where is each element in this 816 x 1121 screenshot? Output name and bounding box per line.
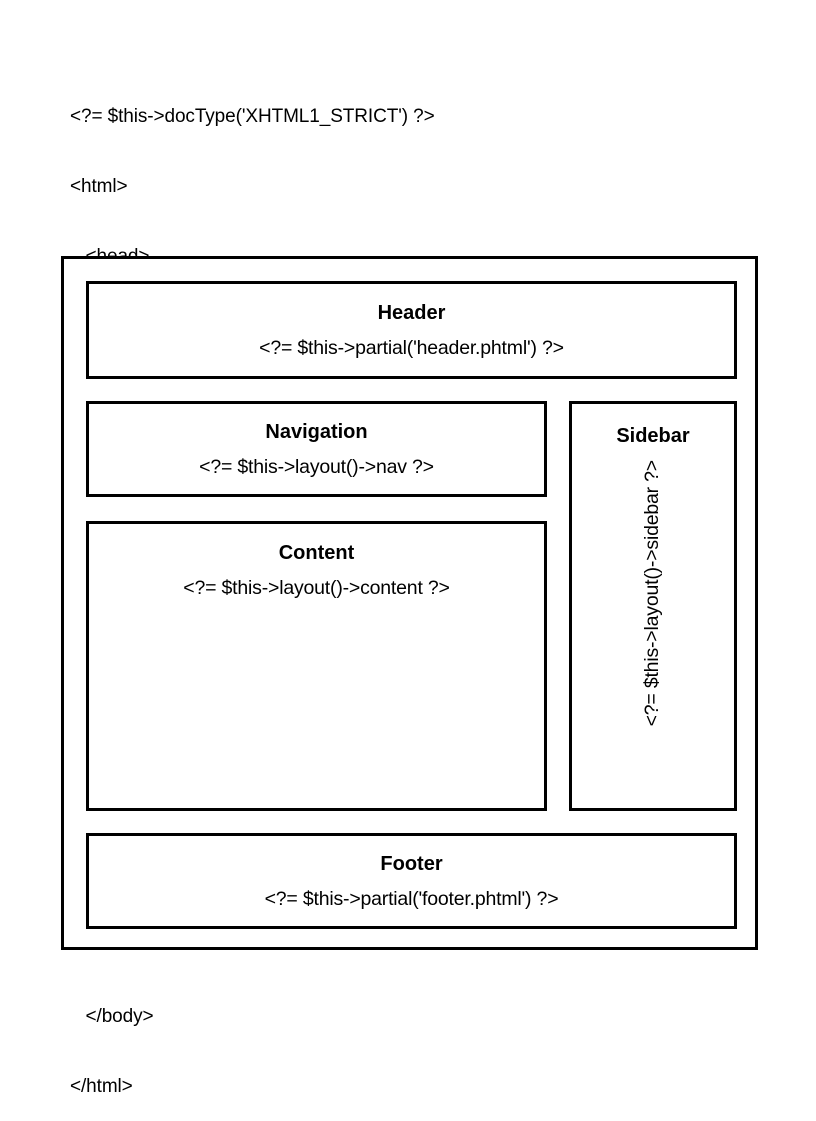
region-content-code: <?= $this->layout()->content ?> [183, 577, 450, 599]
region-content-title: Content [278, 542, 355, 564]
code-block-bottom: </body> </html> [70, 959, 154, 1121]
region-header: Header <?= $this->partial('header.phtml'… [86, 281, 737, 379]
region-navigation: Navigation <?= $this->layout()->nav ?> [86, 401, 547, 497]
region-header-code: <?= $this->partial('header.phtml') ?> [259, 337, 564, 359]
region-content: Content <?= $this->layout()->content ?> [86, 521, 547, 811]
region-footer-title: Footer [380, 853, 443, 875]
code-line: <?= $this->docType('XHTML1_STRICT') ?> [70, 106, 435, 128]
code-line: <html> [70, 176, 128, 198]
region-footer-code: <?= $this->partial('footer.phtml') ?> [264, 888, 559, 910]
code-line: </html> [70, 1076, 133, 1098]
region-header-title: Header [377, 302, 446, 324]
code-line: </body> [70, 1006, 154, 1028]
region-footer: Footer <?= $this->partial('footer.phtml'… [86, 833, 737, 929]
region-sidebar: Sidebar <?= $this->layout()->sidebar ?> [569, 401, 737, 811]
layout-frame: Header <?= $this->partial('header.phtml'… [61, 256, 758, 950]
region-sidebar-title: Sidebar [616, 425, 690, 447]
region-navigation-code: <?= $this->layout()->nav ?> [199, 456, 434, 478]
region-sidebar-code: <?= $this->layout()->sidebar ?> [641, 460, 664, 727]
region-sidebar-code-wrapper: <?= $this->layout()->sidebar ?> [572, 460, 734, 800]
region-navigation-title: Navigation [265, 421, 368, 443]
